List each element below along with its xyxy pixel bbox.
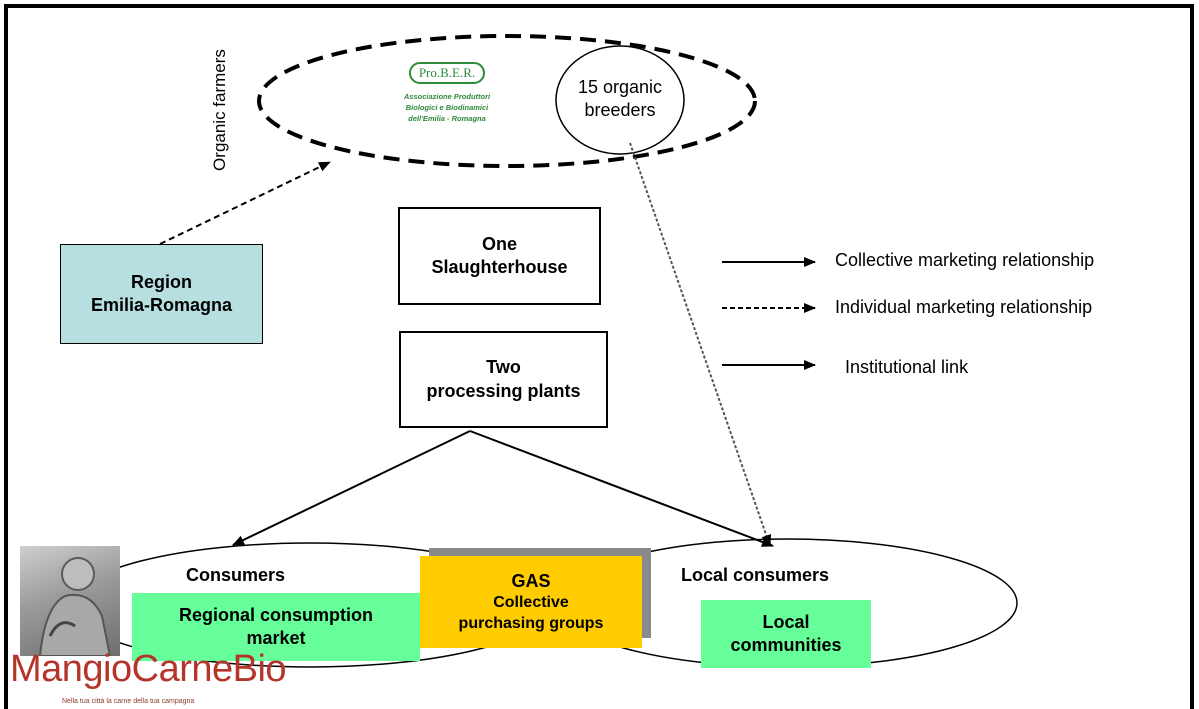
breeders-to-local-arrow <box>629 142 772 547</box>
local-communities-line1: Local <box>762 611 810 632</box>
prober-logo-subtitle-1: Associazione Produttori <box>403 92 491 101</box>
gas-line1: GAS <box>511 570 551 591</box>
prober-logo-subtitle-3: dell'Emilia - Romagna <box>408 114 486 123</box>
consumers-title: Consumers <box>186 565 286 585</box>
mangiocarnebio-logo: MangioCarneBio <box>10 648 287 690</box>
local-communities-line2: communities <box>730 635 842 655</box>
statue-photo <box>20 546 120 657</box>
diagram-frame <box>4 4 1194 709</box>
gas-line2: Collective <box>493 593 569 611</box>
breeders-text: 15 organic breeders <box>556 76 684 121</box>
processing-to-consumers-arrow <box>232 430 471 546</box>
region-box: Region Emilia-Romagna <box>60 244 263 344</box>
gas-line3: purchasing groups <box>458 614 604 632</box>
legend-individual-label: Individual marketing relationship <box>835 297 1093 317</box>
breeders-line2: breeders <box>584 99 656 120</box>
prober-logo-name: Pro.B.E.R. <box>408 62 486 84</box>
local-consumers-title: Local consumers <box>681 565 830 585</box>
prober-logo-subtitle-2: Biologici e Biodinamici <box>405 103 489 112</box>
local-communities-box: Local communities <box>701 600 871 668</box>
region-line2: Emilia-Romagna <box>90 295 233 315</box>
slaughterhouse-line2: Slaughterhouse <box>431 257 568 277</box>
processing-plants-box: Two processing plants <box>399 331 608 428</box>
legend-institutional-label: Institutional link <box>845 357 969 377</box>
statue-figure-icon <box>38 557 112 657</box>
processing-line2: processing plants <box>426 380 581 401</box>
slaughterhouse-line1: One <box>481 233 517 254</box>
gas-box: GAS Collective purchasing groups <box>420 556 642 648</box>
regional-market-line2: market <box>246 628 306 648</box>
regional-market-box: Regional consumption market <box>132 593 420 661</box>
regional-market-line1: Regional consumption <box>178 604 373 625</box>
processing-line1: Two <box>486 357 521 378</box>
organic-farmers-label: Organic farmers <box>210 49 229 171</box>
processing-to-local-arrow <box>469 430 774 547</box>
breeders-circle <box>555 45 685 155</box>
region-line1: Region <box>131 271 192 292</box>
organic-farmers-ellipse <box>257 34 757 168</box>
legend-collective-label: Collective marketing relationship <box>835 250 1095 270</box>
mangiocarnebio-tagline: Nella tua città la carne della tua campa… <box>62 698 195 705</box>
prober-logo: Pro.B.E.R. Associazione Produttori Biolo… <box>392 62 502 123</box>
slaughterhouse-box: One Slaughterhouse <box>398 207 601 305</box>
breeders-line1: 15 organic <box>577 77 663 97</box>
region-to-farmers-arrow <box>159 161 331 245</box>
